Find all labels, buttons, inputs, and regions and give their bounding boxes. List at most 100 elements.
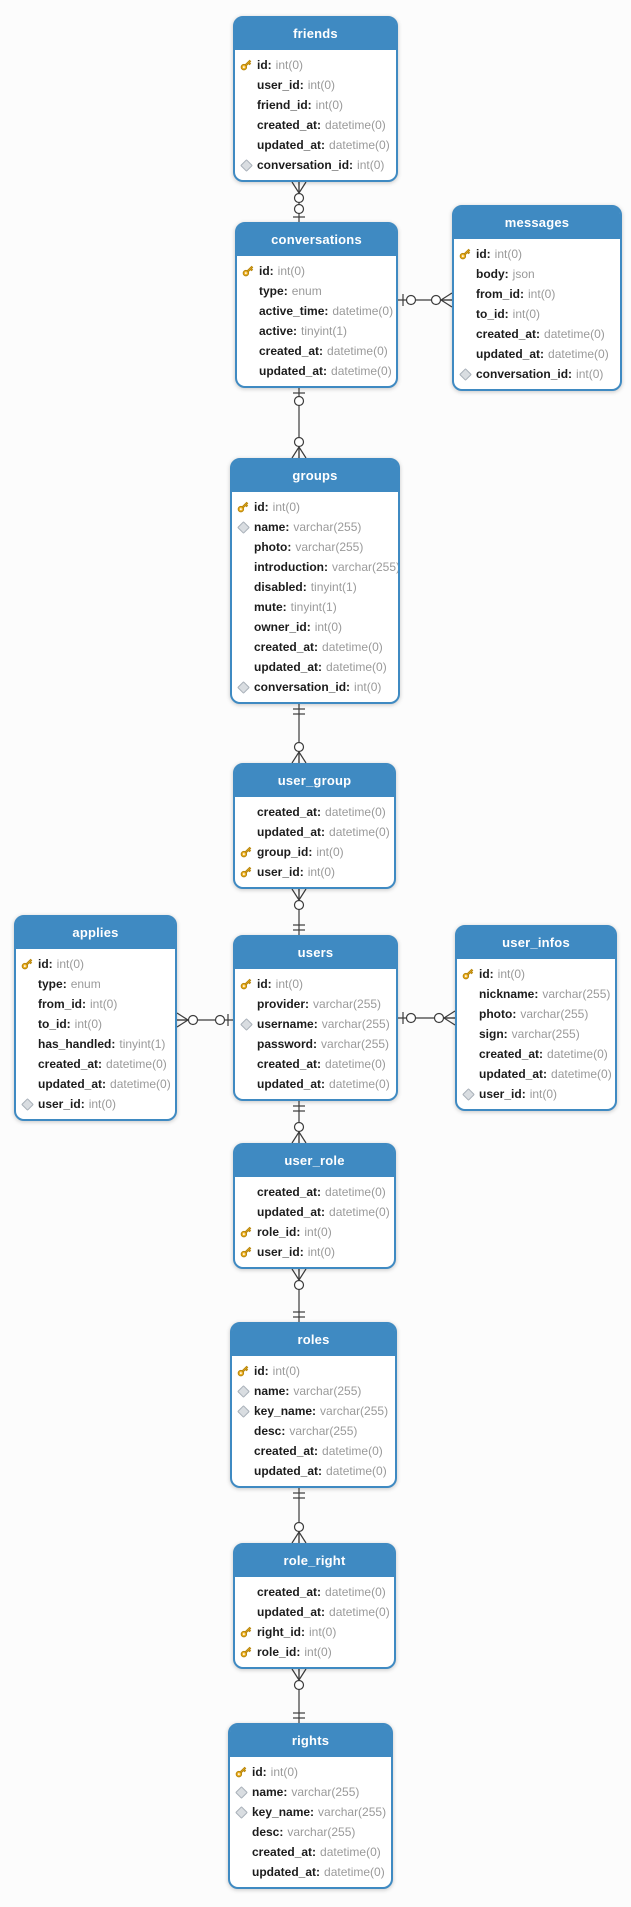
field-type: int(0) (528, 287, 556, 301)
field-name: id (476, 247, 487, 261)
field-row: friend_id:int(0) (235, 95, 396, 115)
field-name: password (257, 1037, 314, 1051)
field-name: name (254, 520, 286, 534)
field-row: id:int(0) (232, 1361, 395, 1381)
field-colon: : (66, 1017, 71, 1031)
field-type: datetime(0) (326, 660, 387, 674)
field-row: name:varchar(255) (232, 517, 398, 537)
connector-user_role-roles (291, 1268, 307, 1322)
connector-conversations-groups (291, 388, 307, 459)
table-field-list: id:int(0)name:varchar(255)key_name:varch… (232, 1356, 395, 1488)
field-type: varchar(255) (520, 1007, 589, 1021)
field-row: id:int(0) (230, 1762, 391, 1782)
field-row: user_id:int(0) (235, 75, 396, 95)
diamond-icon (235, 158, 257, 172)
field-type: int(0) (315, 98, 344, 112)
field-colon: : (521, 1087, 526, 1101)
field-type: int(0) (576, 367, 604, 381)
field-row: username:varchar(255) (235, 1014, 396, 1034)
field-colon: : (302, 580, 307, 594)
field-name: photo (479, 1007, 513, 1021)
field-type: int(0) (494, 247, 523, 261)
field-name: created_at (259, 344, 320, 358)
field-type: int(0) (512, 307, 541, 321)
field-colon: : (534, 987, 539, 1001)
field-type: datetime(0) (331, 364, 392, 378)
field-colon: : (323, 364, 328, 378)
table-header[interactable]: rights (230, 1725, 391, 1757)
field-colon: : (540, 347, 545, 361)
field-name: id (254, 500, 265, 514)
table-header[interactable]: applies (16, 917, 175, 949)
field-colon: : (264, 500, 269, 514)
table-header[interactable]: role_right (235, 1545, 394, 1577)
field-name: created_at (257, 1585, 318, 1599)
field-colon: : (299, 865, 304, 879)
field-row: desc:varchar(255) (232, 1421, 395, 1441)
field-type: varchar(255) (511, 1027, 580, 1041)
field-row: updated_at:datetime(0) (235, 135, 396, 155)
table-field-list: created_at:datetime(0)updated_at:datetim… (235, 797, 394, 889)
field-type: int(0) (357, 158, 385, 172)
field-colon: : (285, 520, 290, 534)
connector-users-user_role (291, 1101, 307, 1144)
field-row: id:int(0) (232, 497, 398, 517)
field-name: id (38, 957, 49, 971)
table-header[interactable]: messages (454, 207, 620, 239)
field-row: created_at:datetime(0) (235, 1182, 394, 1202)
field-name: photo (254, 540, 288, 554)
field-row: nickname:varchar(255) (457, 984, 615, 1004)
connector-applies-users (176, 1012, 233, 1028)
primary-key-icon (232, 1364, 254, 1378)
field-row: provider:varchar(255) (235, 994, 396, 1014)
field-name: user_id (257, 1245, 300, 1259)
field-colon: : (318, 660, 323, 674)
field-type: datetime(0) (547, 1047, 608, 1061)
table-header[interactable]: user_group (235, 765, 394, 797)
field-name: owner_id (254, 620, 307, 634)
field-name: introduction (254, 560, 324, 574)
field-colon: : (504, 307, 509, 321)
field-name: updated_at (257, 138, 322, 152)
field-name: updated_at (257, 1205, 322, 1219)
field-name: conversation_id (254, 680, 347, 694)
field-row: updated_at:datetime(0) (457, 1064, 615, 1084)
field-row: name:varchar(255) (230, 1782, 391, 1802)
connector-role_right-rights (291, 1668, 307, 1723)
table-user_role[interactable]: user_role created_at:datetime(0) updated_a… (233, 1143, 396, 1269)
field-type: enum (291, 284, 322, 298)
field-type: varchar(255) (291, 1785, 360, 1799)
field-name: id (259, 264, 270, 278)
table-header[interactable]: conversations (237, 224, 396, 256)
field-colon: : (287, 540, 292, 554)
field-type: varchar(255) (331, 560, 398, 574)
table-header[interactable]: friends (235, 18, 396, 50)
field-type: int(0) (74, 1017, 103, 1031)
table-header[interactable]: groups (232, 460, 398, 492)
field-type: tinyint(1) (310, 580, 357, 594)
table-header[interactable]: users (235, 937, 396, 969)
table-header[interactable]: user_infos (457, 927, 615, 959)
field-row: updated_at:datetime(0) (454, 344, 620, 364)
field-type: datetime(0) (320, 1845, 381, 1859)
table-groups[interactable]: groups id:int(0)name:varchar(255) photo: va… (230, 458, 400, 704)
table-header[interactable]: roles (232, 1324, 395, 1356)
field-row: created_at:datetime(0) (235, 1054, 396, 1074)
field-colon: : (504, 267, 509, 281)
field-name: provider (257, 997, 306, 1011)
field-row: photo:varchar(255) (457, 1004, 615, 1024)
field-row: owner_id:int(0) (232, 617, 398, 637)
field-name: created_at (252, 1845, 313, 1859)
table-header[interactable]: user_role (235, 1145, 394, 1177)
